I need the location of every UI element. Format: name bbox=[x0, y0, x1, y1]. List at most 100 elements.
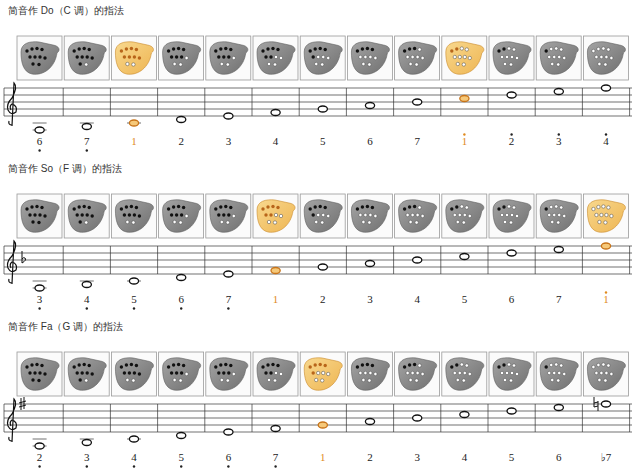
fingering-box bbox=[206, 36, 251, 80]
closed-hole bbox=[123, 371, 126, 374]
open-hole bbox=[232, 214, 235, 217]
section-heading: 简音作 Fa（G 调）的指法 bbox=[8, 321, 123, 333]
ocarina-body bbox=[257, 42, 295, 75]
ocarina-fingering bbox=[206, 194, 251, 238]
closed-hole bbox=[180, 213, 183, 216]
closed-hole bbox=[361, 363, 364, 366]
closed-hole bbox=[314, 205, 317, 208]
open-hole bbox=[557, 63, 560, 66]
ocarina-body bbox=[68, 42, 106, 75]
closed-hole bbox=[224, 363, 227, 366]
staff-line bbox=[4, 116, 632, 117]
closed-hole bbox=[175, 371, 178, 374]
flat-sign bbox=[22, 251, 26, 263]
ledger-line bbox=[33, 439, 47, 440]
open-hole bbox=[418, 48, 421, 51]
open-hole bbox=[364, 55, 367, 58]
jianpu-number: 2 bbox=[320, 293, 326, 306]
closed-hole bbox=[214, 207, 217, 210]
open-hole bbox=[374, 372, 377, 375]
note-head bbox=[507, 92, 516, 98]
ocarina-fingering bbox=[253, 36, 298, 80]
octave-dot bbox=[227, 307, 229, 309]
jianpu-number: 4 bbox=[273, 135, 279, 148]
staff-line bbox=[4, 432, 632, 433]
open-hole bbox=[415, 379, 418, 382]
jianpu-number: 3 bbox=[37, 293, 43, 306]
bar-line bbox=[582, 88, 583, 116]
open-hole bbox=[465, 206, 468, 209]
fingering-box bbox=[442, 36, 487, 80]
bar-line bbox=[252, 88, 253, 116]
open-hole bbox=[597, 47, 600, 50]
closed-hole bbox=[413, 47, 416, 50]
open-hole bbox=[368, 63, 371, 66]
open-hole bbox=[220, 220, 223, 223]
closed-hole bbox=[219, 363, 222, 366]
closed-hole bbox=[371, 48, 374, 51]
closed-hole bbox=[35, 205, 38, 208]
open-hole bbox=[598, 378, 601, 381]
octave-dot bbox=[133, 307, 135, 309]
closed-hole bbox=[276, 364, 279, 367]
closed-hole bbox=[497, 365, 500, 368]
jianpu-number: 5 bbox=[131, 293, 137, 306]
closed-hole bbox=[222, 213, 225, 216]
jianpu-number: 1 bbox=[462, 135, 468, 148]
fingering-box bbox=[536, 194, 581, 238]
closed-hole bbox=[138, 56, 141, 59]
bar-line bbox=[4, 246, 5, 274]
open-hole bbox=[406, 371, 409, 374]
closed-hole bbox=[177, 47, 180, 50]
open-hole bbox=[550, 47, 553, 50]
staff-line bbox=[4, 418, 632, 419]
open-hole bbox=[362, 62, 365, 65]
fingering-box bbox=[206, 352, 251, 396]
open-hole bbox=[605, 55, 608, 58]
note-head bbox=[507, 408, 516, 414]
fingering-box bbox=[442, 194, 487, 238]
open-hole bbox=[364, 371, 367, 374]
ocarina-body bbox=[210, 200, 248, 233]
closed-hole bbox=[266, 47, 269, 50]
closed-hole bbox=[86, 371, 89, 374]
open-hole bbox=[548, 371, 551, 374]
fingering-box bbox=[111, 36, 156, 80]
closed-hole bbox=[81, 371, 84, 374]
closed-hole bbox=[130, 363, 133, 366]
ocarina-body bbox=[446, 358, 484, 391]
ocarina-body bbox=[540, 42, 578, 75]
closed-hole bbox=[40, 48, 43, 51]
open-hole bbox=[418, 206, 421, 209]
open-hole bbox=[600, 213, 603, 216]
open-hole bbox=[456, 62, 459, 65]
bar-line bbox=[346, 88, 347, 116]
open-hole bbox=[274, 371, 277, 374]
closed-hole bbox=[31, 62, 34, 65]
open-hole bbox=[465, 48, 468, 51]
closed-hole bbox=[38, 55, 41, 58]
open-hole bbox=[274, 55, 277, 58]
open-hole bbox=[460, 363, 463, 366]
closed-hole bbox=[324, 364, 327, 367]
fingering-box bbox=[395, 352, 440, 396]
ocarina-fingering bbox=[583, 194, 628, 238]
fingering-box bbox=[395, 36, 440, 80]
closed-hole bbox=[366, 205, 369, 208]
jianpu-number: 4 bbox=[603, 135, 609, 148]
closed-hole bbox=[497, 49, 500, 52]
open-hole bbox=[550, 205, 553, 208]
open-hole bbox=[510, 371, 513, 374]
closed-hole bbox=[35, 363, 38, 366]
closed-hole bbox=[217, 55, 220, 58]
open-hole bbox=[362, 378, 365, 381]
closed-hole bbox=[222, 371, 225, 374]
open-hole bbox=[505, 371, 508, 374]
open-hole bbox=[409, 378, 412, 381]
fingering-box bbox=[64, 194, 109, 238]
jianpu-number: 1 bbox=[273, 293, 279, 306]
closed-hole bbox=[88, 48, 91, 51]
jianpu-number: 2 bbox=[178, 135, 184, 148]
closed-hole bbox=[25, 49, 28, 52]
open-hole bbox=[421, 56, 424, 59]
